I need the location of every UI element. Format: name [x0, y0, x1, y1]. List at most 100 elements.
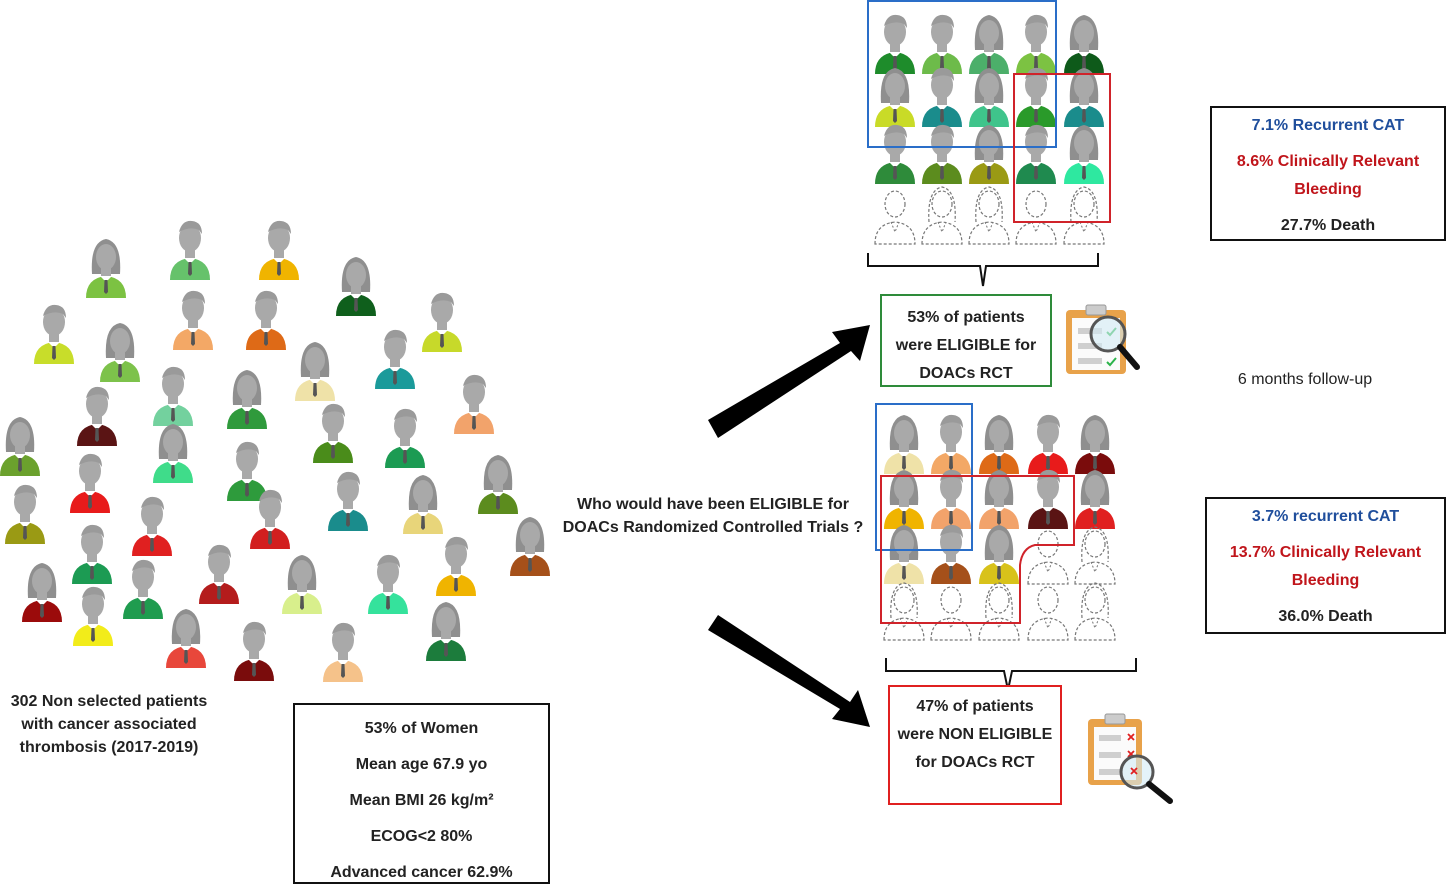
- non-eligible-patient: [931, 524, 971, 584]
- empty-patient-slot: [874, 190, 916, 245]
- non-eligible-box: 47% of patients were NON ELIGIBLE for DO…: [888, 685, 1062, 805]
- empty-patient-slot: [1074, 526, 1116, 585]
- non-eligible-patient: [979, 525, 1019, 584]
- population-patient: [234, 621, 274, 681]
- outcome-non-eligible-box: 3.7% recurrent CAT 13.7% Clinically Rele…: [1205, 497, 1446, 634]
- empty-patient-slot: [930, 586, 972, 641]
- recurrent-cat-eligible: 7.1% Recurrent CAT: [1251, 117, 1405, 134]
- non-eligible-red-selection: [880, 475, 1075, 624]
- population-patient: [403, 475, 443, 534]
- population-patient: [170, 220, 210, 280]
- population-patient: [86, 239, 126, 298]
- empty-patient-slot: [1015, 190, 1057, 245]
- eligible-patient: [1016, 14, 1056, 74]
- population-patient: [510, 517, 550, 576]
- eligible-patient: [875, 14, 915, 74]
- eligible-patient: [1064, 68, 1104, 127]
- non-eligible-patient: [1028, 414, 1068, 474]
- population-patient: [323, 622, 363, 682]
- population-patient: [123, 559, 163, 619]
- population-patient: [436, 536, 476, 596]
- eligible-patient: [969, 68, 1009, 127]
- stat-mean-age: Mean age 67.9 yo: [355, 756, 488, 773]
- empty-patient-slot: [1063, 186, 1105, 245]
- population-patient: [100, 323, 140, 382]
- non-eligible-patient: [931, 414, 971, 474]
- population-patient: [422, 292, 462, 352]
- non-eligible-patient: [884, 525, 924, 584]
- empty-patient-slot: [921, 186, 963, 245]
- non-eligible-patient: [884, 415, 924, 474]
- population-patient: [132, 496, 172, 556]
- non-eligible-patient: [1075, 415, 1115, 474]
- population-patient: [153, 424, 193, 483]
- clipboard-check-icon: [1066, 304, 1140, 374]
- non-eligible-patient: [884, 470, 924, 529]
- eligible-patient: [922, 124, 962, 184]
- followup-label: 6 months follow-up: [1237, 371, 1373, 388]
- non-eligible-patient-grid: [883, 414, 1116, 641]
- eligible-patient: [969, 125, 1009, 184]
- stat-mean-bmi: Mean BMI 26 kg/m²: [349, 792, 494, 809]
- eligible-patient-grid: [874, 14, 1105, 245]
- population-patient: [368, 554, 408, 614]
- eligible-patient: [922, 14, 962, 74]
- population-patient: [70, 453, 110, 513]
- eligible-patient: [875, 124, 915, 184]
- death-non-eligible: 36.0% Death: [1278, 608, 1373, 625]
- eligible-brace: [867, 253, 1099, 287]
- empty-patient-slot: [1027, 530, 1069, 585]
- population-patient: [295, 342, 335, 401]
- population-patient: [73, 586, 113, 646]
- patient-population-cloud: [0, 220, 550, 682]
- eligible-patient: [922, 67, 962, 127]
- population-patient: [282, 555, 322, 614]
- population-patient: [199, 544, 239, 604]
- non-eligible-patient: [931, 469, 971, 529]
- stat-ecog: ECOG<2 80%: [370, 828, 473, 845]
- eligible-box: 53% of patients were ELIGIBLE for DOACs …: [880, 294, 1052, 387]
- population-patient: [166, 609, 206, 668]
- population-patient: [336, 257, 376, 316]
- arrow-to-non-eligible: [708, 615, 870, 727]
- population-patient: [22, 563, 62, 622]
- empty-patient-slot: [1074, 582, 1116, 641]
- eligible-patient: [969, 15, 1009, 74]
- population-patient: [246, 290, 286, 350]
- population-caption: 302 Non selected patients with cancer as…: [10, 693, 208, 756]
- eligible-red-selection: [1013, 73, 1111, 223]
- population-patient: [250, 489, 290, 549]
- eligible-patient: [1016, 67, 1056, 127]
- empty-patient-slot: [968, 186, 1010, 245]
- population-patient: [153, 366, 193, 426]
- arrow-to-eligible: [708, 325, 870, 438]
- population-patient: [313, 403, 353, 463]
- non-eligible-patient: [979, 470, 1019, 529]
- non-eligible-patient: [979, 415, 1019, 474]
- population-patient: [375, 329, 415, 389]
- stat-women: 53% of Women: [364, 720, 479, 737]
- population-stats-box: 53% of Women Mean age 67.9 yo Mean BMI 2…: [293, 703, 550, 884]
- population-patient: [385, 408, 425, 468]
- empty-patient-slot: [883, 582, 925, 641]
- clipboard-cross-icon: [1088, 713, 1173, 804]
- population-patient: [426, 602, 466, 661]
- stat-advanced-cancer: Advanced cancer 62.9%: [330, 864, 513, 881]
- non-eligible-patient: [1028, 469, 1068, 529]
- empty-patient-slot: [1027, 586, 1069, 641]
- population-patient: [5, 484, 45, 544]
- eligible-patient: [1016, 124, 1056, 184]
- population-patient: [72, 524, 112, 584]
- eligible-patient: [875, 68, 915, 127]
- population-patient: [227, 441, 267, 501]
- bleeding-eligible: 8.6% Clinically Relevant Bleeding: [1236, 153, 1420, 198]
- population-patient: [227, 370, 267, 429]
- population-patient: [0, 417, 40, 476]
- recurrent-cat-non-eligible: 3.7% recurrent CAT: [1251, 508, 1400, 525]
- outcome-eligible-box: 7.1% Recurrent CAT 8.6% Clinically Relev…: [1210, 106, 1446, 241]
- bleeding-non-eligible: 13.7% Clinically Relevant Bleeding: [1229, 544, 1422, 589]
- eligibility-question: Who would have been ELIGIBLE for DOACs R…: [562, 496, 864, 536]
- empty-patient-slot: [978, 582, 1020, 641]
- population-patient: [454, 374, 494, 434]
